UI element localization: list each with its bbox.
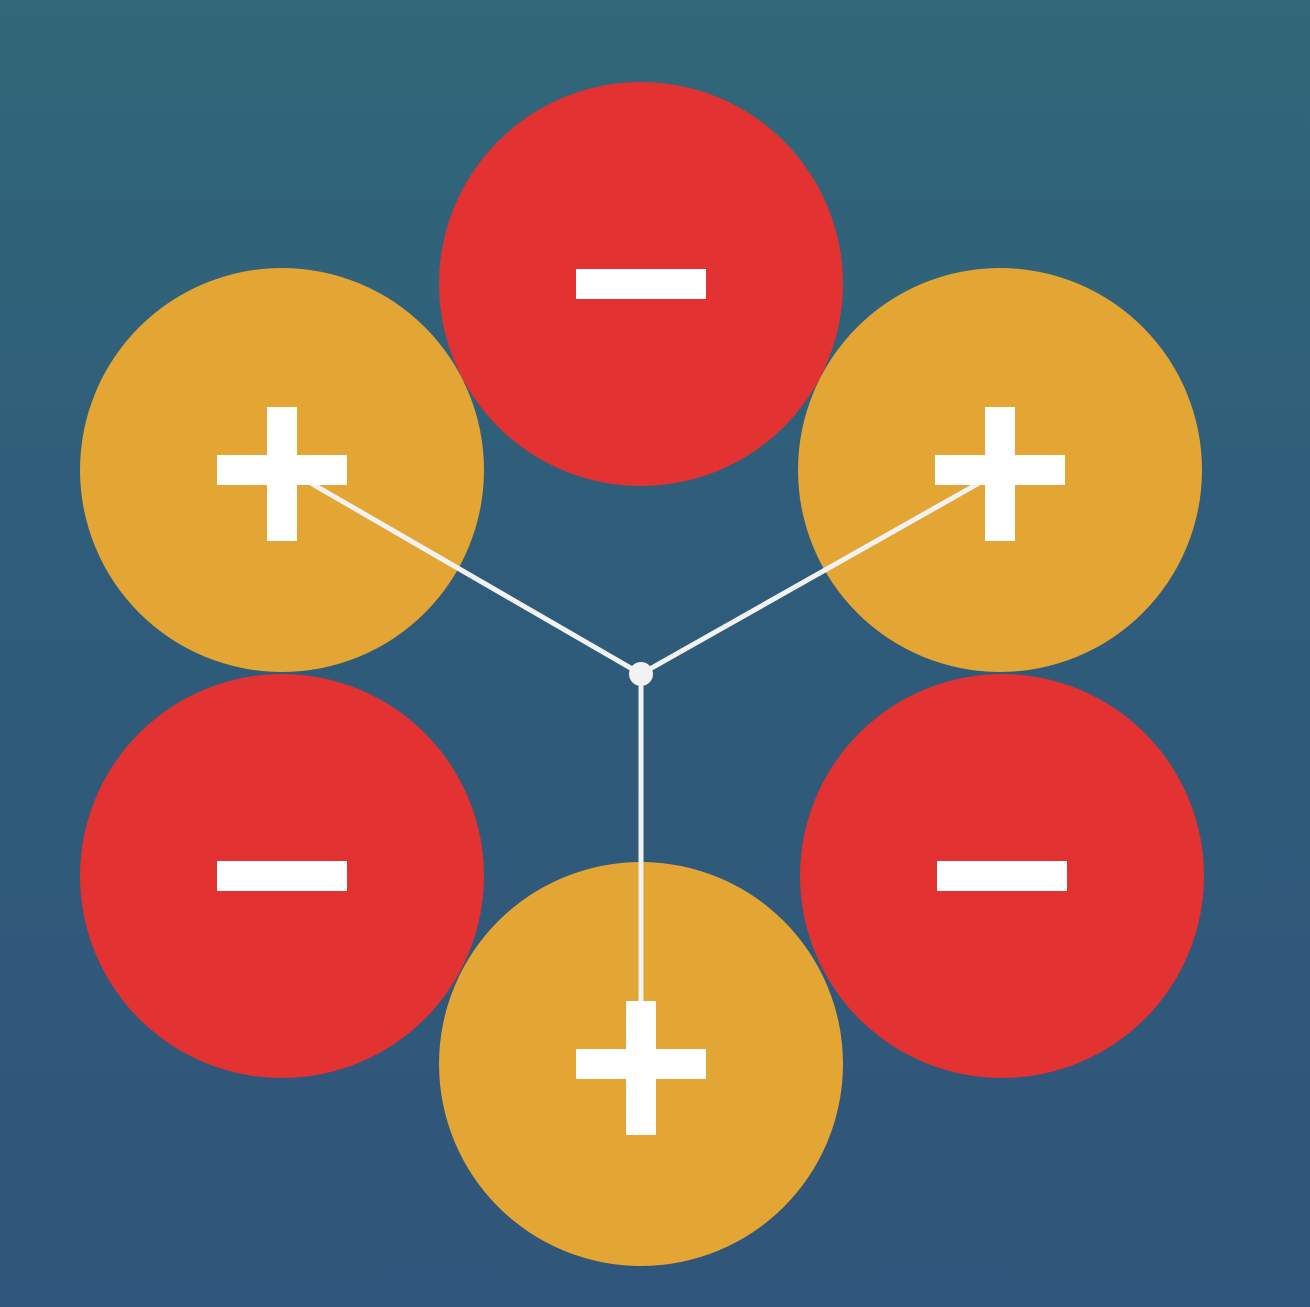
charge-symbols	[217, 269, 1067, 1135]
connector-line-upper-right	[638, 475, 991, 677]
plus-icon-upper-right	[935, 407, 1065, 541]
plus-icon-bottom	[576, 1001, 706, 1135]
minus-icon-lower-right	[937, 861, 1067, 891]
minus-icon-top	[576, 269, 706, 299]
connector-line-upper-left	[299, 475, 644, 677]
plus-icon-upper-left	[217, 407, 347, 541]
center-node	[629, 662, 653, 686]
connector-lines	[299, 475, 991, 1005]
minus-icon-lower-left	[217, 861, 347, 891]
